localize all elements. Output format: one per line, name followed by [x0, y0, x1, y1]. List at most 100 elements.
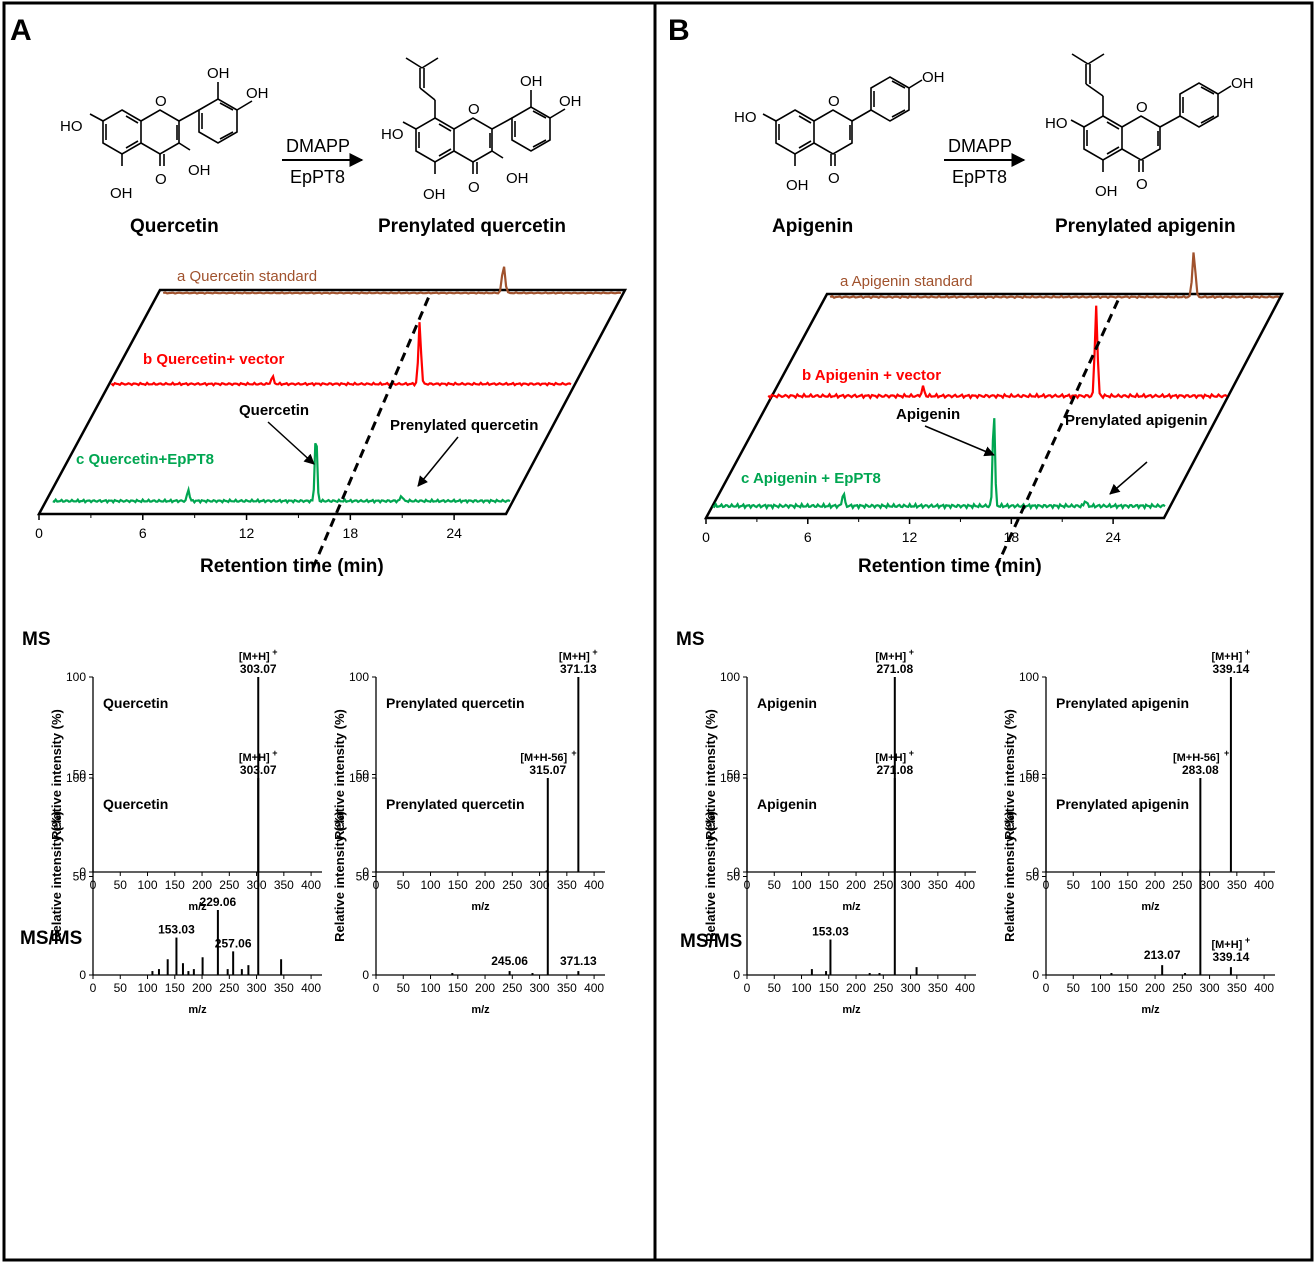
peak-ion-charge: + [272, 647, 277, 657]
y-tick-label: 0 [79, 968, 86, 982]
x-tick-label: 250 [1172, 981, 1192, 995]
peak-ion-charge: + [1245, 935, 1250, 945]
annotation-prenylated-quercetin: Prenylated quercetin [390, 417, 538, 434]
y-axis-label: Relative intensity (%) [703, 811, 718, 942]
peak-mz-label: 303.07 [240, 662, 277, 676]
panel-a-label: A [10, 14, 32, 47]
x-tick-label: 0 [744, 981, 751, 995]
x-tick-label: 300 [247, 878, 267, 892]
y-tick-label: 100 [1019, 771, 1039, 785]
x-tick-label: 250 [502, 981, 522, 995]
prenylated-apigenin-structure [1070, 53, 1232, 172]
x-tick-label: 300 [1200, 981, 1220, 995]
chrom-tick-label: 24 [446, 525, 462, 541]
trace-label-a-enzyme: c Quercetin+EpPT8 [76, 451, 214, 468]
annotation-prenylated-apigenin: Prenylated apigenin [1065, 412, 1208, 429]
peak-ion-charge: + [571, 748, 576, 758]
y-tick-label: 0 [362, 865, 369, 879]
peak-mz-label: 283.08 [1182, 763, 1219, 777]
chromatogram-a-xlabel: Retention time (min) [200, 556, 384, 577]
atom-label: O [828, 170, 840, 187]
peak-ion-charge: + [909, 748, 914, 758]
atom-label: O [155, 93, 167, 110]
trace-label-b-vector: b Apigenin + vector [802, 367, 941, 384]
atom-label: HO [1045, 115, 1068, 132]
x-tick-label: 0 [90, 981, 97, 995]
trace-label-b-standard: a Apigenin standard [840, 273, 973, 290]
peak-ion-label: [M+H] [239, 752, 270, 764]
x-tick-label: 200 [192, 878, 212, 892]
chrom-tick-label: 12 [902, 529, 918, 545]
msms-section-label-b: MS/MS [680, 931, 742, 952]
x-tick-label: 350 [274, 878, 294, 892]
spectrum-title: Prenylated apigenin [1056, 695, 1189, 711]
spectrum-title: Apigenin [757, 695, 817, 711]
prenylated-quercetin-atom-labels: OH OH HO O OH OH O [381, 73, 582, 203]
chrom-tick-label: 6 [804, 529, 812, 545]
x-tick-label: 350 [928, 981, 948, 995]
atom-label: OH [1231, 75, 1254, 92]
atom-label: O [1136, 99, 1148, 116]
x-tick-label: 150 [165, 878, 185, 892]
ms-spectrum: 050100150200250300350400050100m/zRelativ… [49, 647, 322, 913]
chrom-tick-label: 18 [343, 525, 359, 541]
panel-a-frame [2, 1, 657, 1262]
atom-label: O [155, 171, 167, 188]
y-tick-label: 100 [66, 670, 86, 684]
x-tick-label: 250 [873, 878, 893, 892]
peak-ion-label: [M+H-56] [1173, 752, 1220, 764]
y-tick-label: 0 [1032, 968, 1039, 982]
chromatogram-a-traces [52, 266, 622, 505]
peak-mz-label: 303.07 [240, 763, 277, 777]
annotation-arrow-prenylated-quercetin [417, 436, 459, 487]
quercetin-structure [89, 82, 253, 166]
y-tick-label: 100 [720, 771, 740, 785]
peak-mz-label: 315.07 [529, 763, 566, 777]
x-tick-label: 50 [1067, 878, 1081, 892]
x-tick-label: 200 [475, 981, 495, 995]
spectrum-title: Quercetin [103, 796, 168, 812]
x-tick-label: 400 [955, 878, 975, 892]
y-tick-label: 100 [1019, 670, 1039, 684]
reagent-top-b: DMAPP [948, 136, 1012, 156]
x-tick-label: 0 [373, 981, 380, 995]
atom-label: O [468, 101, 480, 118]
y-axis-label: Relative intensity (%) [332, 709, 347, 840]
y-tick-label: 0 [733, 968, 740, 982]
x-tick-label: 400 [1254, 878, 1274, 892]
chrom-tick-label: 6 [139, 525, 147, 541]
x-tick-label: 150 [1118, 981, 1138, 995]
ms-spectrum: 050100150200250300350400050100m/zRelativ… [1002, 647, 1275, 913]
x-tick-label: 350 [557, 878, 577, 892]
quercetin-atom-labels: OH OH HO O OH OH O [60, 65, 269, 202]
x-tick-label: 400 [584, 878, 604, 892]
y-tick-label: 0 [1032, 865, 1039, 879]
peak-ion-label: [M+H-56] [520, 752, 567, 764]
ms-spectrum: 050100150200250300350400050100m/zRelativ… [332, 647, 605, 913]
x-axis-label: m/z [842, 901, 861, 913]
spectrum-title: Prenylated quercetin [386, 695, 525, 711]
x-tick-label: 100 [421, 878, 441, 892]
y-tick-label: 50 [727, 870, 741, 884]
y-tick-label: 100 [66, 771, 86, 785]
atom-label: OH [110, 185, 133, 202]
x-tick-label: 50 [1067, 981, 1081, 995]
y-axis-label: Relative intensity (%) [49, 709, 64, 840]
ms-spectrum: 050100150200250300350400050100m/zRelativ… [703, 647, 976, 913]
x-tick-label: 150 [165, 981, 185, 995]
x-tick-label: 50 [397, 878, 411, 892]
x-tick-label: 300 [530, 878, 550, 892]
x-tick-label: 150 [819, 878, 839, 892]
atom-label: OH [423, 186, 446, 203]
peak-ion-label: [M+H] [1211, 651, 1242, 663]
x-tick-label: 300 [901, 878, 921, 892]
peak-mz-label: 257.06 [215, 936, 252, 950]
spectrum-title: Prenylated quercetin [386, 796, 525, 812]
reagent-bottom-b: EpPT8 [952, 167, 1007, 187]
x-tick-label: 0 [1043, 981, 1050, 995]
